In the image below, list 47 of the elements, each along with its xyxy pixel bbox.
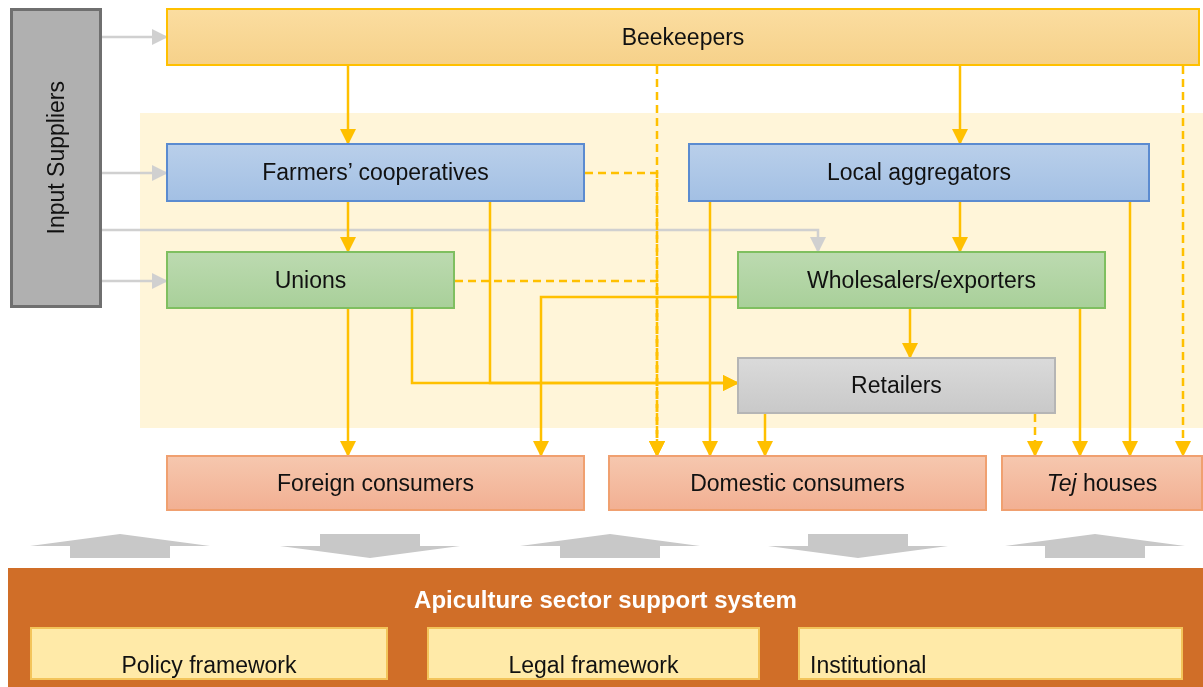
arrow [410, 309, 739, 391]
node-label: Farmers’ cooperatives [262, 159, 489, 186]
consumer-box [608, 455, 987, 511]
arrow [455, 279, 665, 457]
arrow [902, 309, 918, 359]
arrow [952, 66, 968, 145]
actor-box [166, 251, 455, 309]
arrow [102, 29, 168, 45]
consumer-box [166, 455, 585, 511]
node-label: Beekeepers [621, 23, 745, 51]
arrow [102, 273, 168, 289]
arrow [757, 414, 773, 457]
arrow [1027, 414, 1043, 457]
node-label: Foreign consumers [277, 469, 474, 497]
actor-box [166, 143, 585, 202]
arrow [1122, 202, 1138, 457]
framework-label: Legal framework [508, 652, 679, 678]
framework-label: Institutional [810, 652, 927, 678]
node-label: Domestic consumers [690, 469, 905, 497]
arrow [533, 295, 737, 457]
node-label: Wholesalers/exporters [807, 266, 1036, 294]
node-label: Retailers [851, 372, 942, 399]
arrow [702, 202, 718, 457]
supplier-box [10, 8, 102, 308]
arrow [102, 165, 168, 181]
arrow [340, 202, 356, 253]
arrow [340, 309, 356, 457]
supplier-label: Input Suppliers [42, 81, 70, 235]
framework-box [798, 627, 1183, 680]
actor-box [688, 143, 1150, 202]
band-title: Apiculture sector support system [414, 586, 797, 614]
arrow [102, 228, 826, 253]
arrow [340, 66, 356, 145]
node-label: Local aggregators [826, 159, 1012, 186]
framework-box [30, 627, 388, 680]
actor-box [737, 357, 1056, 414]
arrow [1072, 309, 1088, 457]
support-band [8, 568, 1203, 687]
arrow [952, 202, 968, 253]
framework-box [427, 627, 760, 680]
node-label: Unions [274, 266, 347, 294]
actor-box [166, 8, 1200, 66]
arrow [1175, 66, 1191, 457]
consumer-box [1001, 455, 1203, 511]
framework-label: Policy framework [121, 652, 297, 678]
node-label: Tej houses [1046, 469, 1158, 497]
actor-box [737, 251, 1106, 309]
